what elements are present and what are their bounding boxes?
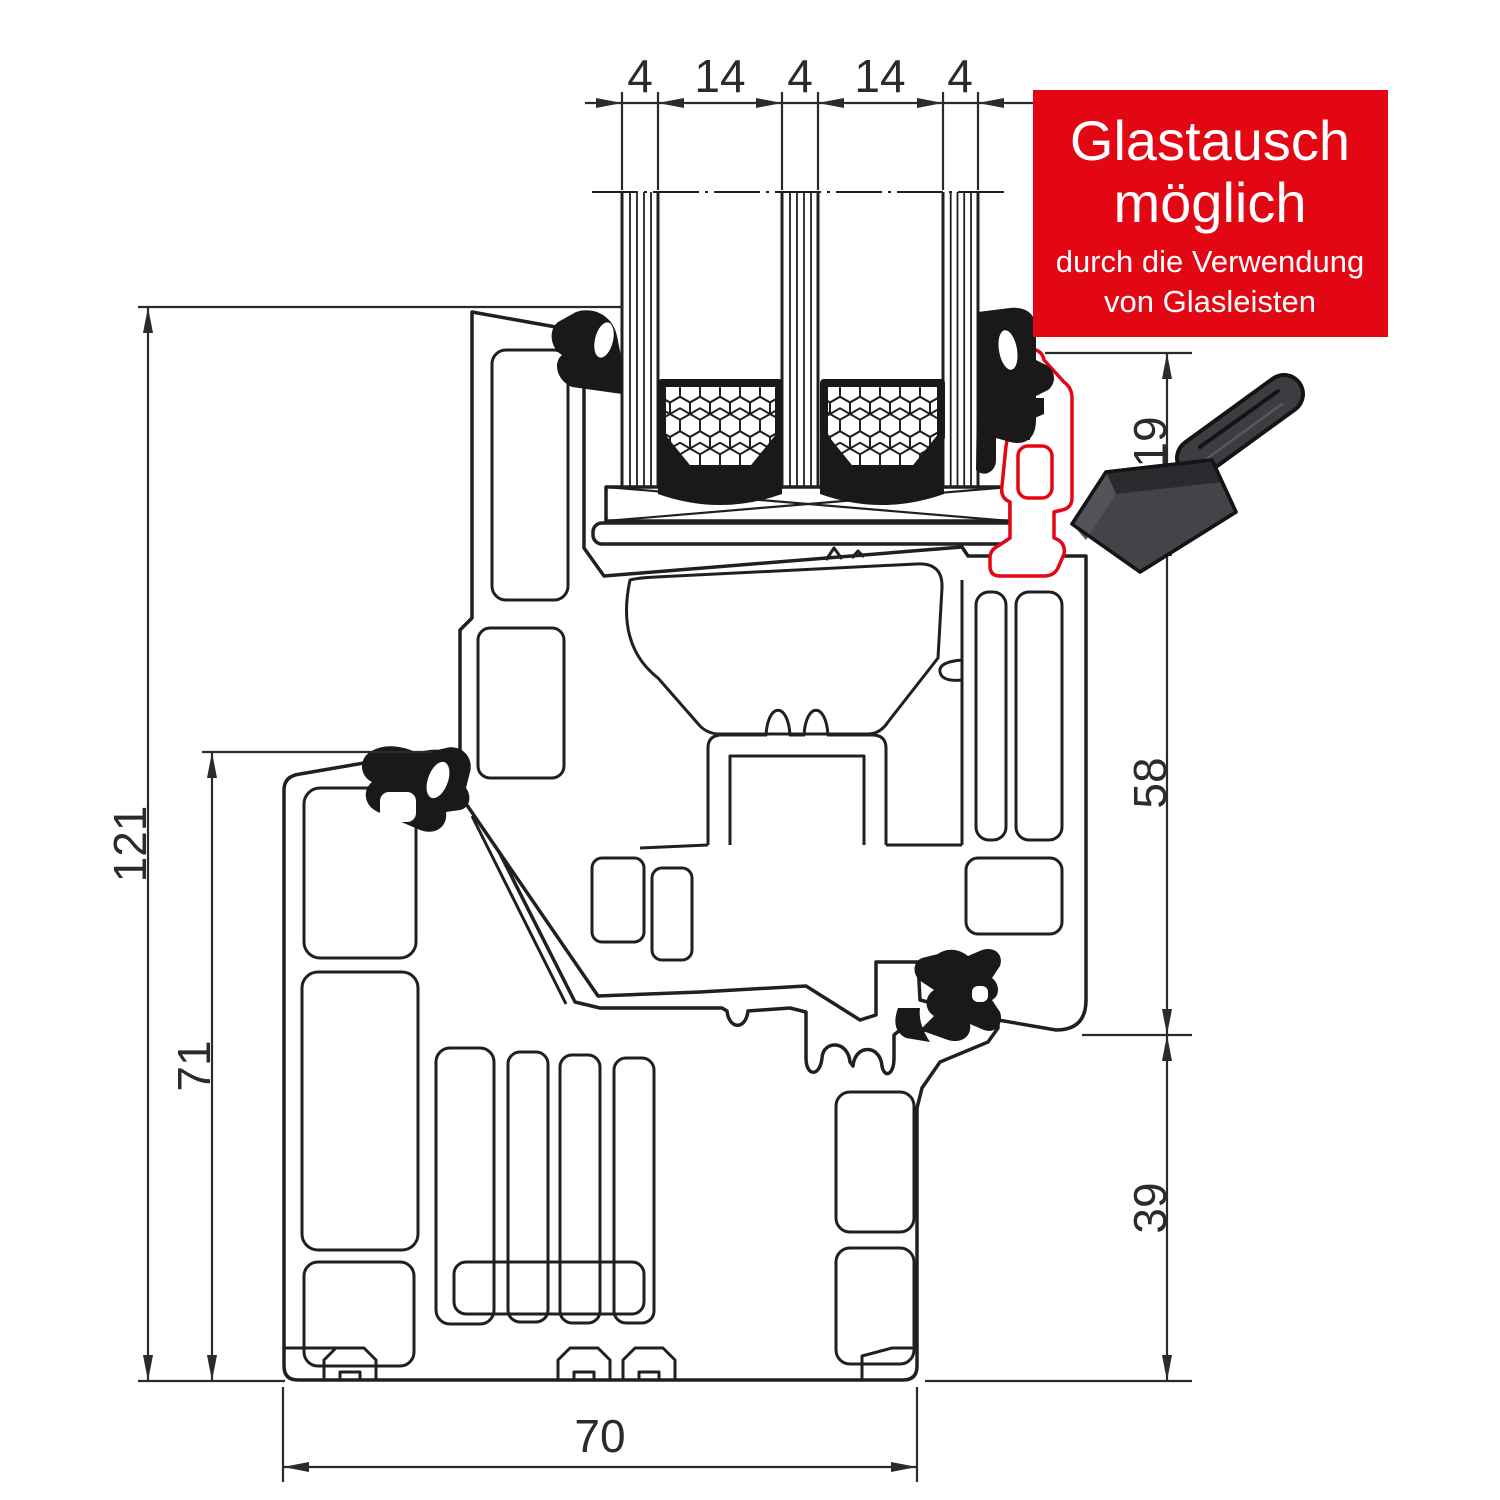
glass-pane-outer-lines: [620, 192, 980, 487]
dim-left-121: 121: [104, 806, 156, 883]
gasket-top-left: [551, 310, 623, 394]
honeycomb-spacer-left: [658, 379, 783, 473]
glass-pane-inner-lines: [629, 192, 972, 487]
dim-top-1: 4: [627, 50, 653, 102]
frame-profile: [282, 749, 1000, 1382]
gasket-top-right: [976, 307, 1054, 474]
glazing-block: [591, 485, 1019, 546]
dim-bottom-70: 70: [574, 1410, 625, 1462]
honeycomb-spacer-right: [820, 379, 945, 473]
dim-right-58: 58: [1124, 757, 1176, 808]
gaskets: [361, 310, 1002, 1042]
dim-top-chain: 4 14 4 14 4: [585, 50, 1033, 190]
dim-right-19: 19: [1124, 416, 1176, 467]
dim-top-3: 4: [787, 50, 813, 102]
annotation-subtitle-line2: von Glasleisten: [1104, 284, 1316, 319]
dim-top-5: 4: [947, 50, 973, 102]
annotation-box-bg: [1033, 90, 1388, 337]
dim-left-71: 71: [168, 1040, 220, 1091]
dim-right-39: 39: [1124, 1182, 1176, 1233]
annotation-title-line2: möglich: [1114, 171, 1307, 234]
bead-gasket: [1002, 398, 1044, 440]
putty-knife-icon: [1070, 373, 1305, 574]
gasket-mid-left: [361, 746, 471, 832]
dim-top-4: 14: [854, 50, 905, 102]
gasket-bottom-right: [895, 948, 1002, 1042]
dim-top-2: 14: [694, 50, 745, 102]
dimension-layer: 4 14 4 14 4 19 58 39 1: [104, 50, 1192, 1482]
dim-bottom: 70: [281, 1387, 919, 1482]
sealant-left: [658, 438, 782, 505]
dim-left-chain: 121 71: [104, 305, 623, 1383]
annotation-title-line1: Glastausch: [1070, 109, 1350, 172]
frame-chambers: [300, 786, 992, 1368]
sash-chambers: [476, 348, 1064, 962]
glass-panes: [592, 191, 1008, 487]
frame-feet: [284, 1346, 917, 1380]
spacer-bars: [658, 379, 945, 505]
annotation-box: Glastausch möglich durch die Verwendung …: [1033, 90, 1388, 337]
annotation-subtitle-line1: durch die Verwendung: [1056, 244, 1365, 279]
sash-profile: [458, 310, 1088, 1032]
sealant-right: [820, 438, 944, 505]
